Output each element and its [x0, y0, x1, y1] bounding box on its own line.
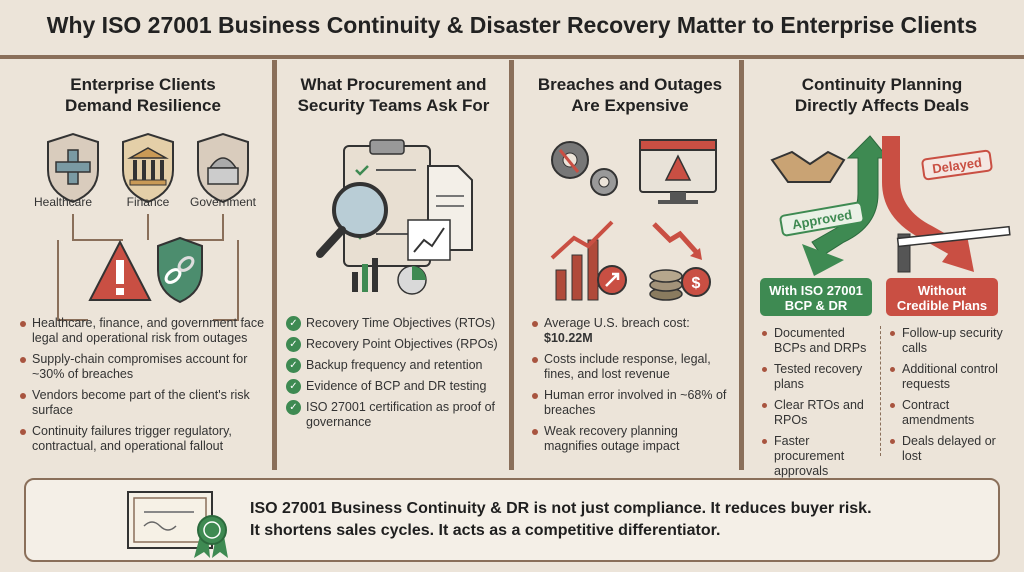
rising-cost-chart-icon	[550, 220, 627, 301]
column-breaches: Breaches and Outages Are Expensive	[530, 60, 730, 470]
warning-icon	[88, 239, 152, 301]
column-title-line: Directly Affects Deals	[794, 96, 970, 115]
bank-shield-icon	[122, 132, 174, 204]
chart-icon	[352, 219, 451, 295]
magnifier-icon	[316, 182, 388, 258]
bullet-list: Average U.S. breach cost:$10.22M Costs i…	[530, 316, 730, 460]
list-item: Contract amendments	[890, 398, 1010, 428]
list-item: ✓ ISO 27001 certification as proof of gov…	[286, 400, 501, 430]
label-government: Government	[189, 195, 257, 209]
list-item: ✓ Recovery Point Objectives (RPOs)	[286, 337, 501, 352]
title-rule	[0, 55, 1024, 59]
column-title-line: Enterprise Clients	[70, 75, 216, 94]
list-item: Tested recovery plans	[762, 362, 880, 392]
summary-line: ISO 27001 Business Continuity & DR is no…	[250, 500, 872, 517]
column-title: What Procurement and Security Teams Ask …	[286, 74, 501, 116]
check-icon: ✓	[286, 379, 301, 394]
bullet-list: Healthcare, finance, and government face…	[18, 316, 268, 460]
list-item-text: ISO 27001 certification as proof of gove…	[306, 400, 495, 429]
label-finance: Finance	[126, 195, 170, 209]
procurement-icons	[316, 139, 473, 295]
breach-icons: $	[550, 139, 717, 301]
column-title-line: Breaches and Outages	[537, 75, 723, 94]
column-title-line: Continuity Planning	[801, 75, 963, 94]
column-procurement: What Procurement and Security Teams Ask …	[286, 60, 501, 470]
list-item: Healthcare, finance, and government face…	[18, 316, 268, 346]
handshake-icon	[770, 150, 846, 183]
red-arrow-icon	[882, 136, 974, 272]
list-item: Follow-up security calls	[890, 326, 1010, 356]
with-iso-label: With ISO 27001 BCP & DR	[760, 278, 872, 316]
list-item: Weak recovery planning magnifies outage …	[530, 424, 730, 454]
check-icon: ✓	[286, 337, 301, 352]
list-item: Costs include response, legal, fines, an…	[530, 352, 730, 382]
medical-shield-icon	[47, 132, 99, 204]
check-icon: ✓	[286, 358, 301, 373]
label-healthcare: Healthcare	[33, 195, 93, 209]
list-item-text: Average U.S. breach cost:	[544, 316, 690, 330]
with-iso-label-line: With ISO 27001	[769, 283, 863, 298]
check-icon: ✓	[286, 400, 301, 415]
with-iso-list: Documented BCPs and DRPs Tested recovery…	[762, 326, 880, 485]
without-plans-label-line: Credible Plans	[896, 298, 988, 313]
list-separator	[880, 326, 881, 456]
award-ribbon-icon	[194, 515, 228, 558]
breach-cost-value: $10.22M	[544, 331, 593, 345]
list-item: Documented BCPs and DRPs	[762, 326, 880, 356]
summary-text: ISO 27001 Business Continuity & DR is no…	[250, 498, 980, 542]
deal-icons	[770, 135, 1011, 276]
page-title: Why ISO 27001 Business Continuity & Disa…	[46, 12, 978, 38]
column-divider	[509, 60, 514, 470]
list-item: Human error involved in ~68% of breaches	[530, 388, 730, 418]
svg-text:$: $	[692, 275, 701, 292]
list-item: Faster procurement approvals	[762, 434, 880, 479]
certificate-icon	[127, 491, 228, 558]
list-item: ✓ Evidence of BCP and DR testing	[286, 379, 501, 394]
column-deals: Continuity Planning Directly Affects Dea…	[752, 60, 1012, 478]
list-item: Continuity failures trigger regulatory, …	[18, 424, 268, 454]
list-item-text: Evidence of BCP and DR testing	[306, 379, 487, 393]
without-plans-label-line: Without	[917, 283, 967, 298]
capitol-shield-icon	[197, 132, 249, 204]
column-title: Breaches and Outages Are Expensive	[530, 74, 730, 116]
without-plans-list: Follow-up security calls Additional cont…	[890, 326, 1010, 470]
without-plans-label: Without Credible Plans	[886, 278, 998, 316]
monitor-warning-icon	[639, 139, 717, 204]
column-title: Continuity Planning Directly Affects Dea…	[752, 74, 1012, 116]
list-item-text: Backup frequency and retention	[306, 358, 483, 372]
list-item-text: Recovery Point Objectives (RPOs)	[306, 337, 498, 351]
summary-banner: ISO 27001 Business Continuity & DR is no…	[24, 478, 1000, 562]
coins-falling-icon: $	[649, 222, 711, 301]
column-title: Enterprise Clients Demand Resilience	[18, 74, 268, 116]
list-item: Clear RTOs and RPOs	[762, 398, 880, 428]
list-item: Additional control requests	[890, 362, 1010, 392]
barrier-gate-icon	[896, 225, 1011, 273]
list-item: Deals delayed or lost	[890, 434, 1010, 464]
with-iso-label-line: BCP & DR	[784, 298, 848, 313]
column-enterprise-clients: Enterprise Clients Demand Resilience	[18, 60, 268, 470]
checklist: ✓ Recovery Time Objectives (RTOs) ✓ Recove…	[286, 316, 501, 436]
list-item: ✓ Backup frequency and retention	[286, 358, 501, 373]
green-arrow-icon	[802, 135, 890, 276]
list-item: ✓ Recovery Time Objectives (RTOs)	[286, 316, 501, 331]
column-divider	[739, 60, 744, 470]
check-icon: ✓	[286, 316, 301, 331]
list-item: Vendors become part of the client's risk…	[18, 388, 268, 418]
chain-shield-icon	[157, 236, 203, 304]
column-title-line: Security Teams Ask For	[297, 96, 490, 115]
summary-line: It shortens sales cycles. It acts as a c…	[250, 522, 721, 539]
enterprise-icons	[47, 132, 249, 321]
list-item: Supply-chain compromises account for ~30…	[18, 352, 268, 382]
column-title-line: What Procurement and	[300, 75, 487, 94]
column-title-line: Demand Resilience	[65, 96, 221, 115]
column-divider	[272, 60, 277, 470]
list-item-text: Recovery Time Objectives (RTOs)	[306, 316, 496, 330]
column-title-line: Are Expensive	[571, 96, 689, 115]
broken-gears-icon	[551, 141, 618, 196]
list-item: Average U.S. breach cost:$10.22M	[530, 316, 730, 346]
